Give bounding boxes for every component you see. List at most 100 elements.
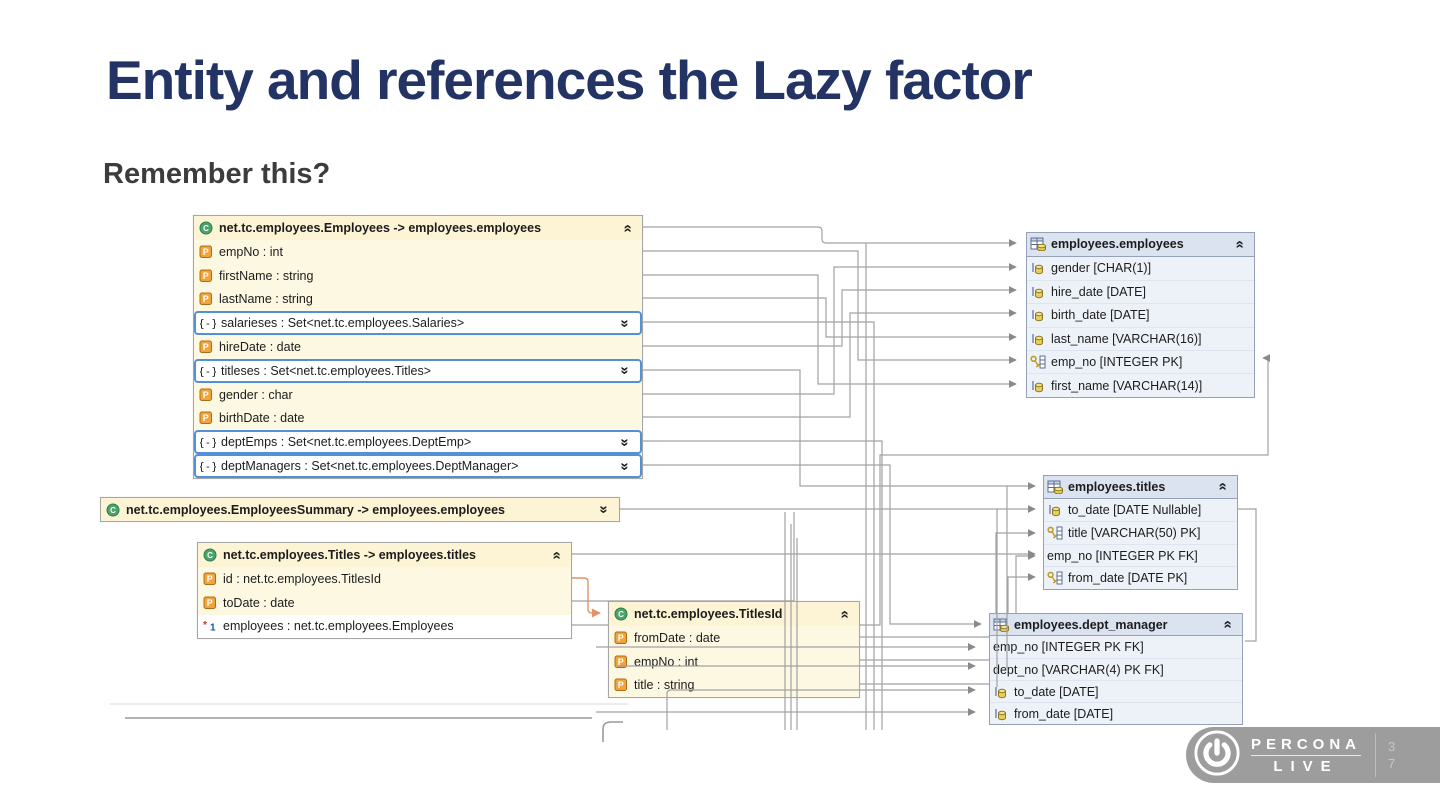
entity-row-label: fromDate : date xyxy=(634,631,720,645)
entity-row[interactable]: PhireDate : date xyxy=(194,335,642,359)
expand-icon[interactable] xyxy=(618,316,633,330)
table-row[interactable]: to_date [DATE Nullable] xyxy=(1044,499,1237,522)
table-row[interactable]: birth_date [DATE] xyxy=(1027,303,1254,326)
table-row[interactable]: dept_no [VARCHAR(4) PK FK] xyxy=(990,658,1242,680)
entity-row-label: toDate : date xyxy=(223,596,295,610)
table-header[interactable]: employees.employees xyxy=(1027,233,1254,257)
collapse-icon[interactable] xyxy=(620,221,635,235)
entity-box-employees[interactable]: C net.tc.employees.Employees -> employee… xyxy=(193,215,643,479)
key-icon xyxy=(1047,526,1063,540)
collapse-icon[interactable] xyxy=(837,607,852,621)
table-row-label: emp_no [INTEGER PK FK] xyxy=(1047,549,1198,563)
ref-icon: *1 xyxy=(202,619,218,633)
table-row[interactable]: emp_no [INTEGER PK FK] xyxy=(990,636,1242,658)
entity-row[interactable]: PlastName : string xyxy=(194,288,642,312)
table-row[interactable]: first_name [VARCHAR(14)] xyxy=(1027,373,1254,396)
column-icon xyxy=(1030,308,1046,322)
table-box-employees-titles[interactable]: employees.titles to_date [DATE Nullable]… xyxy=(1043,475,1238,590)
table-title: employees.employees xyxy=(1051,237,1184,251)
entity-row[interactable]: PempNo : int xyxy=(609,650,859,674)
entity-row-label: birthDate : date xyxy=(219,411,304,425)
class-icon: C xyxy=(202,548,218,562)
svg-text:P: P xyxy=(203,295,209,305)
entity-row[interactable]: PbirthDate : date xyxy=(194,407,642,431)
entity-row[interactable]: {-}titleses : Set<net.tc.employees.Title… xyxy=(194,359,642,383)
svg-text:P: P xyxy=(203,390,209,400)
property-icon: P xyxy=(198,340,214,354)
entity-row-label: hireDate : date xyxy=(219,340,301,354)
entity-row[interactable]: Pgender : char xyxy=(194,383,642,407)
entity-row-label: title : string xyxy=(634,678,694,692)
table-box-employees-dept-manager[interactable]: employees.dept_manager emp_no [INTEGER P… xyxy=(989,613,1243,725)
entity-row[interactable]: *1employees : net.tc.employees.Employees xyxy=(198,615,571,639)
table-row[interactable]: from_date [DATE PK] xyxy=(1044,566,1237,589)
table-row[interactable]: from_date [DATE] xyxy=(990,702,1242,724)
table-row[interactable]: emp_no [INTEGER PK FK] xyxy=(1044,544,1237,567)
key-icon xyxy=(1047,571,1063,585)
table-box-employees-employees[interactable]: employees.employees gender [CHAR(1)] hire… xyxy=(1026,232,1255,398)
entity-box-titlesid[interactable]: C net.tc.employees.TitlesId PfromDate : … xyxy=(608,601,860,698)
table-row-label: hire_date [DATE] xyxy=(1051,285,1146,299)
table-row[interactable]: gender [CHAR(1)] xyxy=(1027,257,1254,280)
entity-row[interactable]: PfirstName : string xyxy=(194,264,642,288)
collapse-icon[interactable] xyxy=(1232,237,1247,251)
entity-row[interactable]: Ptitle : string xyxy=(609,674,859,698)
svg-text:P: P xyxy=(203,271,209,281)
class-icon: C xyxy=(105,503,121,517)
table-row-label: dept_no [VARCHAR(4) PK FK] xyxy=(993,663,1164,677)
table-row[interactable]: hire_date [DATE] xyxy=(1027,280,1254,303)
entity-row[interactable]: {-}deptManagers : Set<net.tc.employees.D… xyxy=(194,454,642,478)
property-icon: P xyxy=(198,269,214,283)
table-row[interactable]: to_date [DATE] xyxy=(990,680,1242,702)
entity-row[interactable]: PtoDate : date xyxy=(198,591,571,615)
entity-row-label: salarieses : Set<net.tc.employees.Salari… xyxy=(221,316,464,330)
entity-row-label: empNo : int xyxy=(219,245,283,259)
expand-icon[interactable] xyxy=(618,459,633,473)
entity-box-titles[interactable]: C net.tc.employees.Titles -> employees.t… xyxy=(197,542,572,639)
table-title: employees.dept_manager xyxy=(1014,618,1168,632)
property-icon: P xyxy=(202,572,218,586)
table-row-label: last_name [VARCHAR(16)] xyxy=(1051,332,1202,346)
entity-box-employees-summary[interactable]: C net.tc.employees.EmployeesSummary -> e… xyxy=(100,497,620,522)
entity-row-label: id : net.tc.employees.TitlesId xyxy=(223,572,381,586)
entity-row-label: deptEmps : Set<net.tc.employees.DeptEmp> xyxy=(221,435,471,449)
expand-icon[interactable] xyxy=(618,364,633,378)
entity-row[interactable]: {-}salarieses : Set<net.tc.employees.Sal… xyxy=(194,311,642,335)
entity-row[interactable]: PfromDate : date xyxy=(609,626,859,650)
entity-header[interactable]: C net.tc.employees.Titles -> employees.t… xyxy=(198,543,571,567)
table-header[interactable]: employees.dept_manager xyxy=(990,614,1242,636)
table-row[interactable]: last_name [VARCHAR(16)] xyxy=(1027,327,1254,350)
collapse-icon[interactable] xyxy=(1215,480,1230,494)
svg-text:P: P xyxy=(203,414,209,424)
collapse-icon[interactable] xyxy=(1220,618,1235,632)
entity-row[interactable]: PempNo : int xyxy=(194,240,642,264)
entity-row-label: gender : char xyxy=(219,388,293,402)
set-icon: {-} xyxy=(200,459,216,473)
column-icon xyxy=(1030,379,1046,393)
column-icon xyxy=(1030,285,1046,299)
svg-text:C: C xyxy=(203,224,209,233)
column-icon xyxy=(1030,332,1046,346)
property-icon: P xyxy=(198,411,214,425)
table-row[interactable]: title [VARCHAR(50) PK] xyxy=(1044,521,1237,544)
svg-text:P: P xyxy=(203,247,209,257)
table-icon xyxy=(993,618,1009,632)
table-row[interactable]: emp_no [INTEGER PK] xyxy=(1027,350,1254,373)
entity-row[interactable]: Pid : net.tc.employees.TitlesId xyxy=(198,567,571,591)
expand-icon[interactable] xyxy=(618,435,633,449)
brand-bottom: LIVE xyxy=(1251,758,1361,775)
column-icon xyxy=(1030,261,1046,275)
entity-row[interactable]: {-}deptEmps : Set<net.tc.employees.DeptE… xyxy=(194,430,642,454)
table-row-label: birth_date [DATE] xyxy=(1051,308,1149,322)
svg-text:C: C xyxy=(618,610,624,619)
key-icon xyxy=(1030,355,1046,369)
collapse-icon[interactable] xyxy=(549,548,564,562)
entity-header[interactable]: C net.tc.employees.Employees -> employee… xyxy=(194,216,642,240)
svg-text:P: P xyxy=(203,342,209,352)
entity-header[interactable]: C net.tc.employees.EmployeesSummary -> e… xyxy=(101,498,619,521)
entity-header[interactable]: C net.tc.employees.TitlesId xyxy=(609,602,859,626)
table-row-label: title [VARCHAR(50) PK] xyxy=(1068,526,1200,540)
table-row-label: emp_no [INTEGER PK FK] xyxy=(993,640,1144,654)
table-header[interactable]: employees.titles xyxy=(1044,476,1237,499)
expand-icon[interactable] xyxy=(597,503,612,517)
